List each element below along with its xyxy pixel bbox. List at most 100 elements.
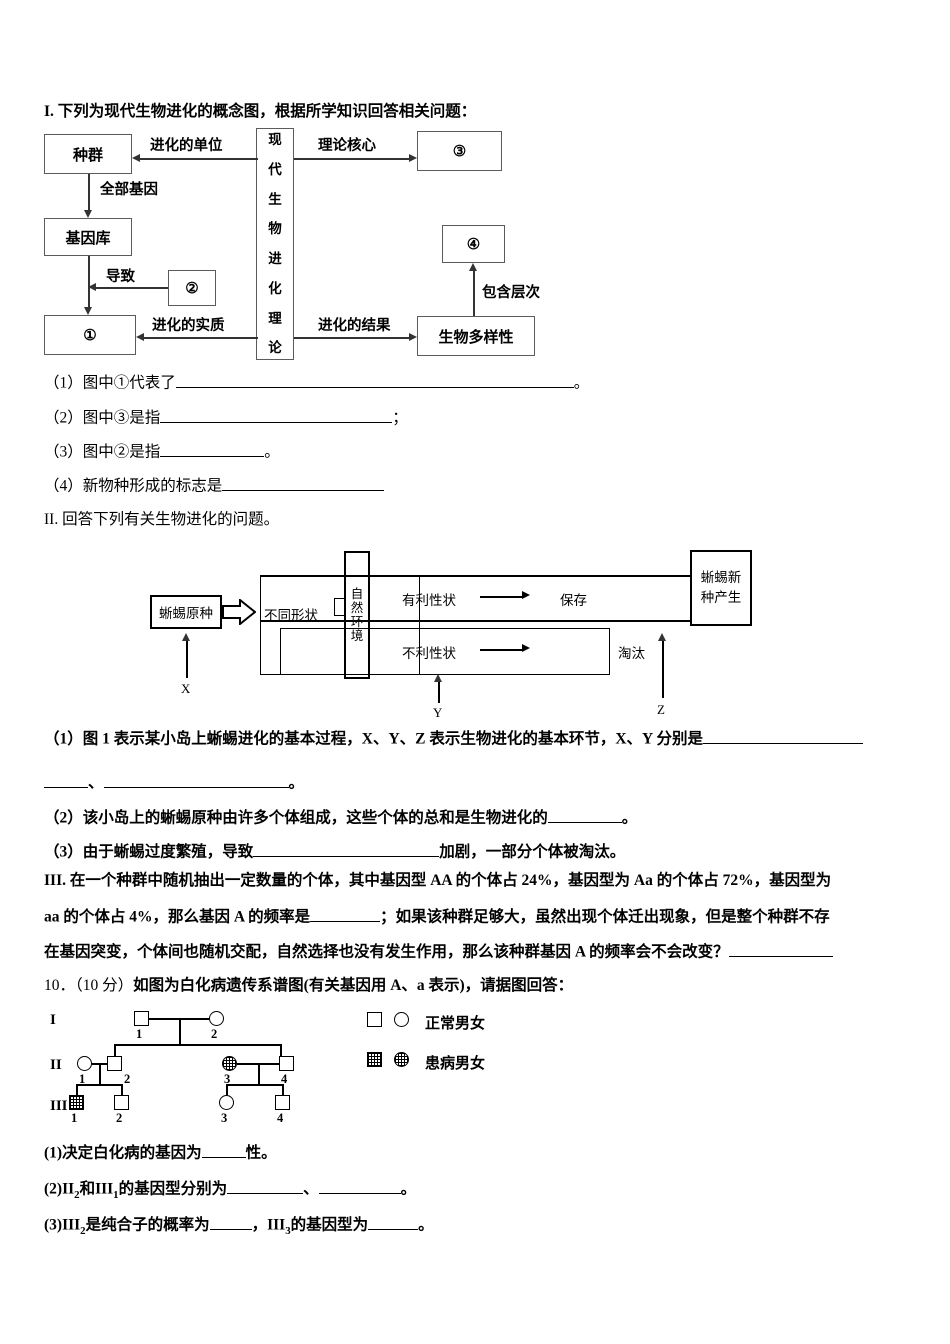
generation-label-i: I (50, 1012, 56, 1028)
pedigree-individual-II-4[interactable] (279, 1056, 294, 1071)
question-text: 的基因型分别为 (118, 1180, 228, 1198)
question-score: （10 分） (75, 977, 134, 994)
legend-affected-male-icon (367, 1052, 382, 1067)
marker-label-z: Z (657, 702, 665, 717)
answer-blank[interactable] (227, 1178, 304, 1194)
pedigree-individual-III-2[interactable] (114, 1095, 129, 1110)
pedigree-number-II-1: 1 (79, 1072, 86, 1086)
answer-blank[interactable] (368, 1214, 419, 1230)
subscript: 1 (113, 1188, 119, 1201)
edge-label-cause: 导致 (106, 269, 135, 285)
answer-blank[interactable] (222, 475, 385, 491)
concept-box-label: ③ (452, 143, 467, 160)
subscript: 2 (80, 1224, 86, 1237)
connector-cause-line (96, 287, 168, 289)
section-iii-line1: III. 在一个种群中随机抽出一定数量的个体，其中基因型 AA 的个体占 24%… (44, 872, 832, 889)
concept-box-label: ② (185, 280, 199, 297)
answer-blank[interactable] (547, 807, 622, 823)
pedigree-chart: I II III 1 2 1 2 3 4 (50, 1008, 390, 1128)
question-statement: 如图为白化病遗传系谱图(有关基因用 A、a 表示)，请据图回答： (133, 977, 574, 994)
block-arrow-icon (222, 597, 257, 630)
edge-label-unit: 进化的单位 (150, 138, 223, 154)
question-sep: 、 (88, 774, 104, 792)
sibship-drop-II-right (258, 1063, 260, 1084)
pedigree-individual-I-1[interactable] (134, 1011, 149, 1026)
arrow-down-to-jiyinku (84, 210, 92, 218)
pedigree-individual-I-2[interactable] (209, 1011, 224, 1026)
question-number: 10． (44, 977, 76, 994)
pedigree-number-II-2: 2 (124, 1072, 131, 1086)
marker-z-arrowhead (658, 633, 666, 641)
question-text: （1）图 1 表示某小岛上蜥蜴进化的基本过程，X、Y、Z 表示生物进化的基本环节… (44, 730, 704, 748)
answer-blank[interactable] (201, 1142, 246, 1158)
theory-char: 理 (268, 310, 282, 326)
question-sep: 、 (303, 1180, 319, 1198)
answer-blank[interactable] (175, 372, 574, 388)
eliminated-label: 淘汰 (618, 646, 645, 661)
question-suffix: 。 (400, 1180, 417, 1198)
arrow-up-to-blank4 (469, 263, 477, 271)
question-suffix: 。 (288, 774, 305, 792)
question-10-sub-1: (1)决定白化病的基因为性。 (44, 1142, 277, 1163)
sibship-line-I (114, 1044, 281, 1046)
sibship-drop-I (179, 1018, 181, 1044)
legend-normal-female-icon (394, 1012, 409, 1027)
pedigree-individual-II-3[interactable] (222, 1056, 237, 1071)
section-iii-line2: aa 的个体占 4%，那么基因 A 的频率是；如果该种群足够大，虽然出现个体迁出… (44, 906, 830, 927)
answer-blank[interactable] (160, 441, 265, 457)
edge-label-essence: 进化的实质 (152, 318, 225, 334)
lizard-origin-label: 蜥蜴原种 (159, 606, 213, 621)
new-lizard-species-box: 蜥蜴新 种产生 (690, 550, 752, 626)
pedigree-individual-III-3[interactable] (219, 1095, 234, 1110)
answer-blank[interactable] (703, 728, 864, 744)
natural-environment-box: 自 然 环 境 (344, 551, 370, 679)
answer-blank[interactable] (44, 772, 88, 788)
question-suffix: 性。 (245, 1144, 277, 1162)
answer-blank[interactable] (253, 841, 440, 857)
theory-char: 生 (268, 191, 282, 207)
different-forms-label: 不同形状 (264, 608, 318, 623)
answer-blank[interactable] (209, 1214, 252, 1230)
subscript: 3 (285, 1224, 291, 1237)
lizard-evolution-diagram: 蜥蜴原种 不同形状 自 然 环 境 有利性状 (150, 545, 770, 720)
theory-char: 现 (268, 132, 282, 147)
answer-blank[interactable] (310, 906, 381, 922)
question-text: （2）图中③是指 (44, 409, 161, 427)
unfavorable-trait-label: 不利性状 (402, 646, 456, 661)
unfavorable-arrow-shaft (480, 649, 524, 651)
unfavorable-channel (280, 628, 610, 675)
child-stem-III-3 (226, 1084, 228, 1095)
section-i-question-4: （4）新物种形成的标志是 (44, 475, 385, 496)
concept-box-blank-3: ③ (417, 131, 502, 171)
section-iii-line3: 在基因突变，个体间也随机交配，自然选择也没有发生作用，那么该种群基因 A 的频率… (44, 941, 833, 962)
marker-z-shaft (662, 640, 664, 698)
pedigree-individual-III-1[interactable] (69, 1095, 84, 1110)
theory-char: 论 (268, 340, 282, 356)
question-suffix: 。 (418, 1216, 434, 1234)
question-10-sub-2: (2)II2和III1的基因型分别为、。 (44, 1178, 416, 1202)
arrow-left-to-zhongqun (132, 154, 140, 162)
section-ii-question-2: （2）该小岛上的蜥蜴原种由许多个体组成，这些个体的总和是生物进化的。 (44, 807, 637, 828)
question-text: 和III (79, 1180, 114, 1198)
answer-blank[interactable] (103, 772, 289, 788)
section-i-question-1: （1）图中①代表了。 (44, 372, 589, 393)
connector-levels-line (473, 271, 475, 316)
question-suffix: ；如果该种群足够大，虽然出现个体迁出现象，但是整个种群不存 (380, 908, 830, 926)
unfavorable-arrow-head (522, 644, 530, 652)
favorable-channel-top (260, 575, 690, 577)
question-10-heading: 10．（10 分）如图为白化病遗传系谱图(有关基因用 A、a 表示)，请据图回答… (44, 977, 573, 996)
concept-box-label: ④ (466, 236, 481, 253)
pedigree-number-III-3: 3 (221, 1111, 228, 1125)
arrow-left-cause (88, 283, 96, 291)
pedigree-individual-II-2[interactable] (107, 1056, 122, 1071)
favorable-channel-bottom (260, 620, 690, 622)
sibship-line-II-right (226, 1084, 283, 1086)
answer-blank[interactable] (728, 941, 833, 957)
marker-label-x: X (181, 681, 191, 696)
child-stem-II-3 (280, 1044, 282, 1056)
section-ii-question-1-line2: 、。 (44, 772, 304, 793)
pedigree-individual-III-4[interactable] (275, 1095, 290, 1110)
pedigree-individual-II-1[interactable] (77, 1056, 92, 1071)
answer-blank[interactable] (160, 407, 393, 423)
answer-blank[interactable] (318, 1178, 401, 1194)
